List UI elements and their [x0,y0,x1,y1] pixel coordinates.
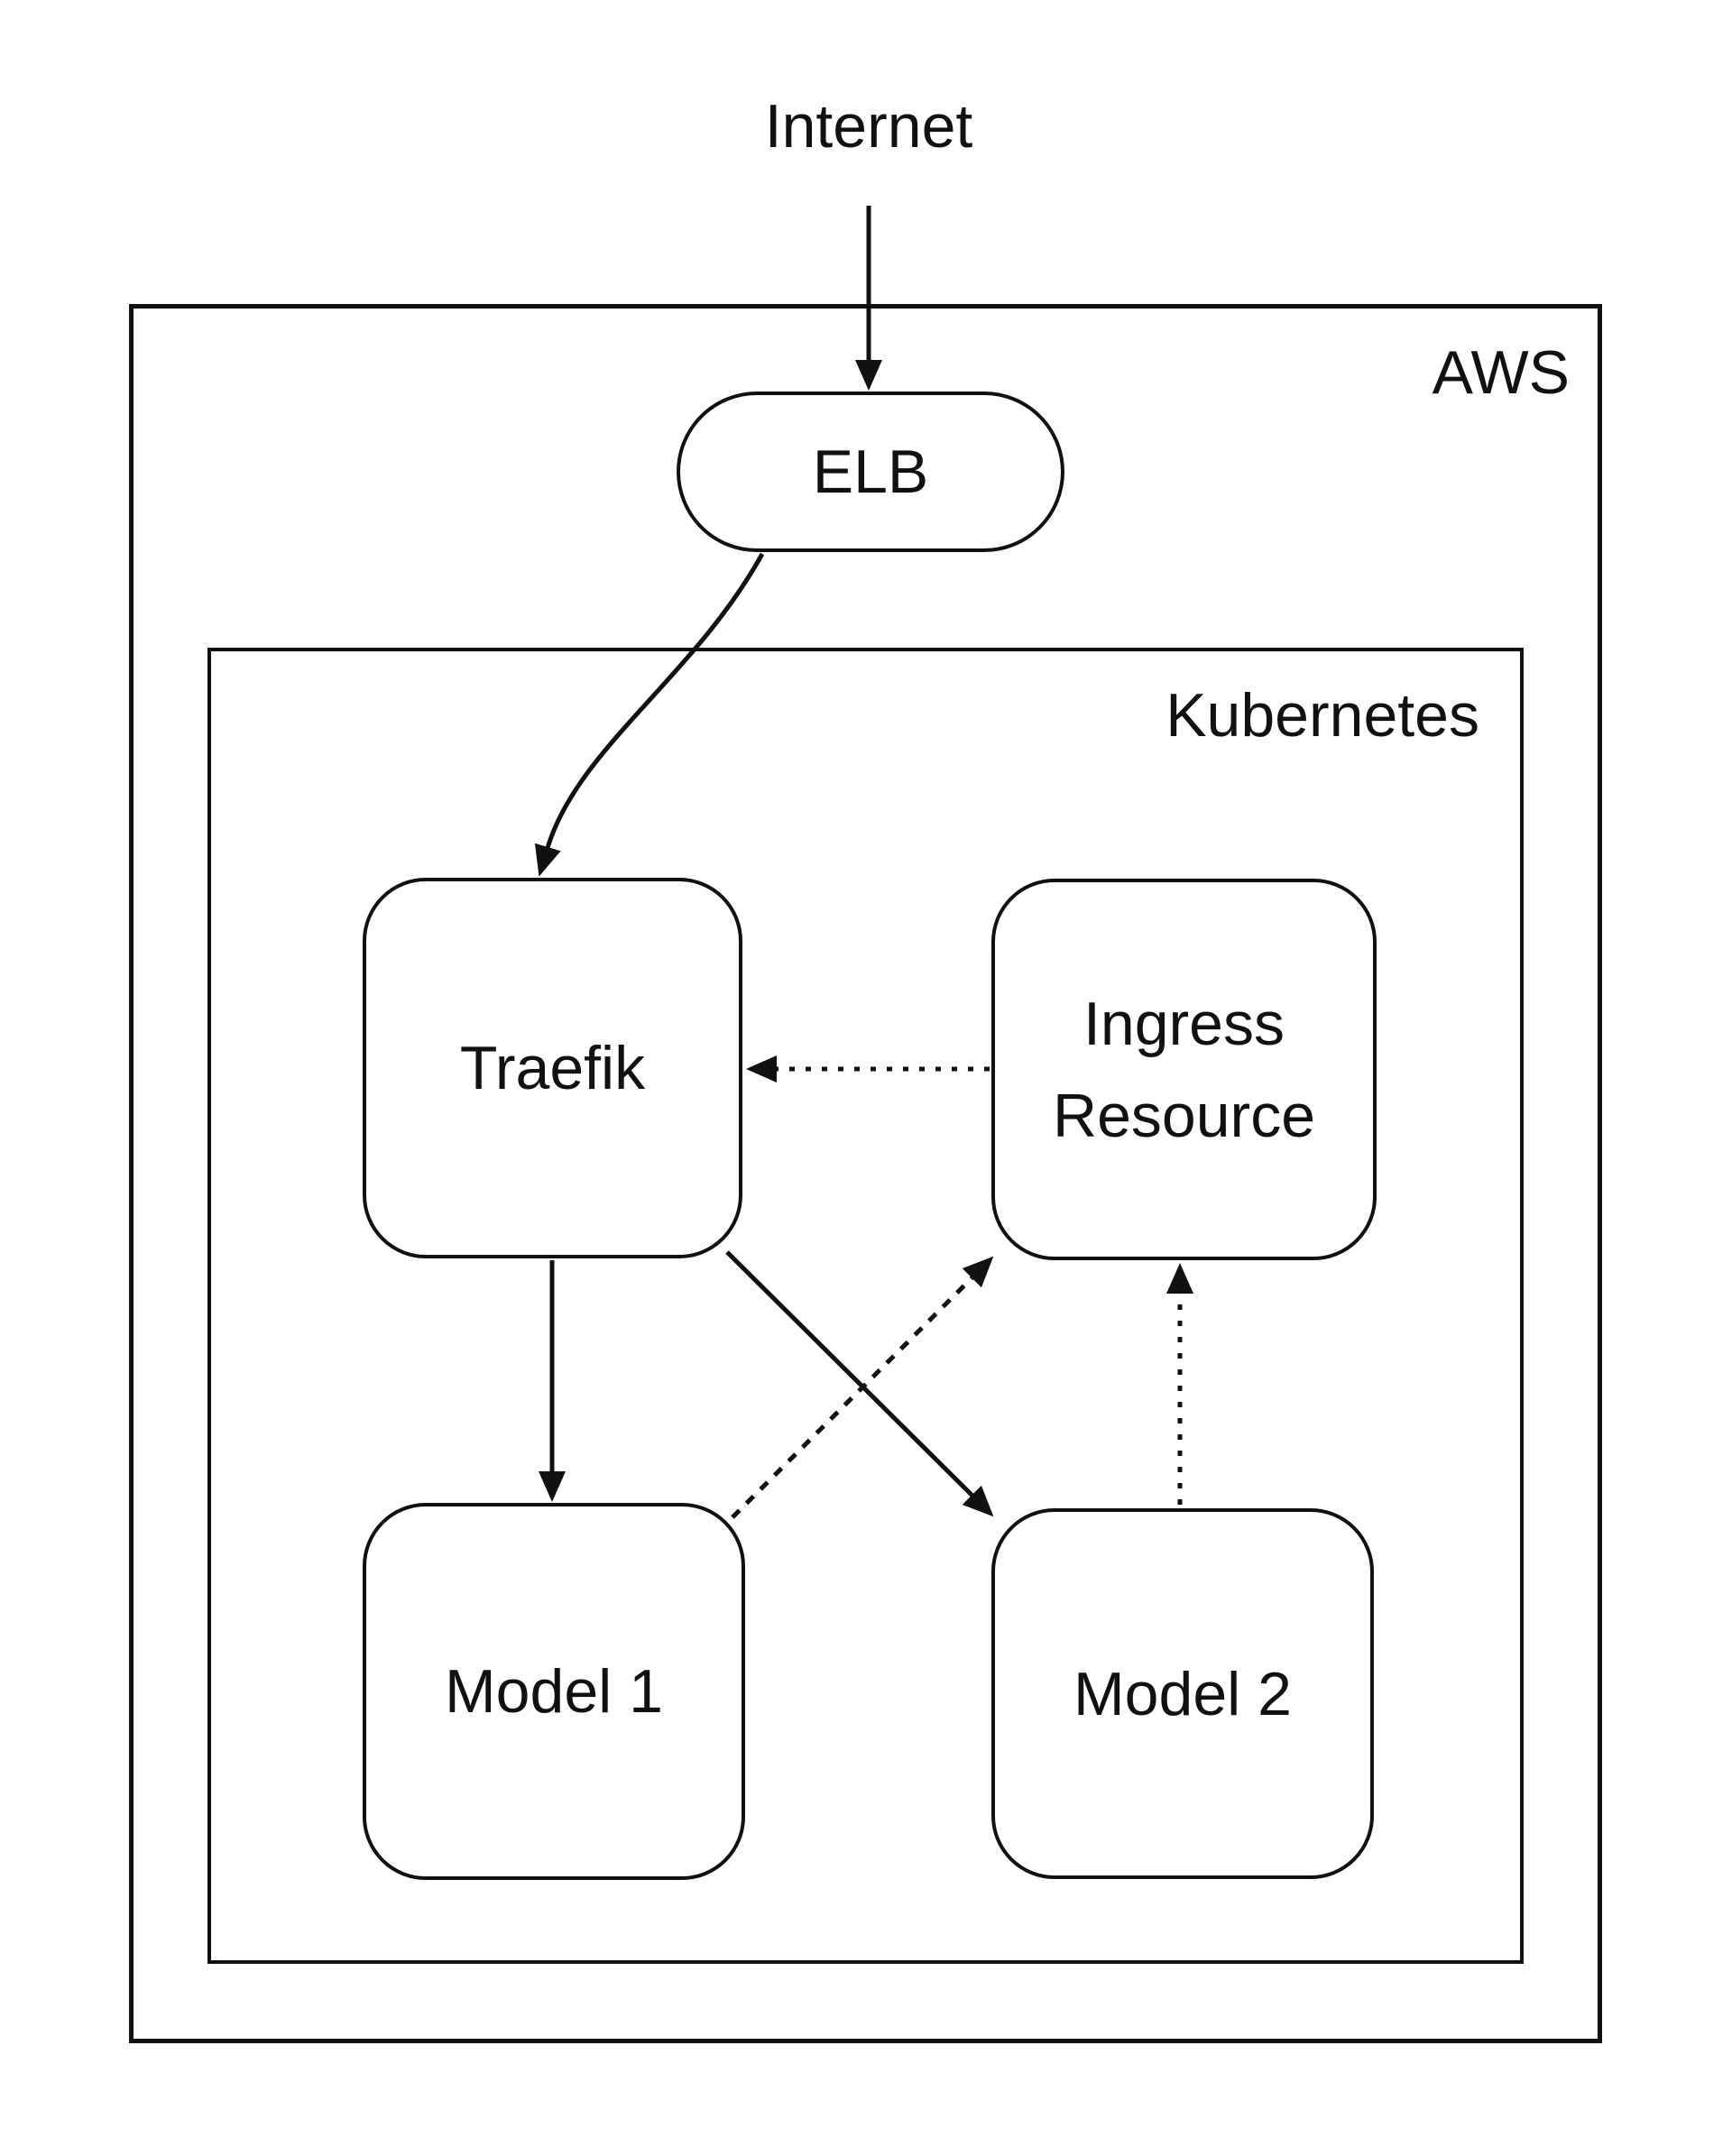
kubernetes-container-box [207,648,1524,1964]
model-1-label: Model 1 [445,1657,663,1726]
ingress-resource-label: Ingress Resource [1052,989,1316,1150]
model-1-node: Model 1 [363,1503,745,1880]
model-2-label: Model 2 [1073,1659,1292,1728]
aws-label: AWS [1432,338,1570,407]
traefik-label: Traefik [459,1034,646,1102]
elb-node: ELB [677,392,1064,552]
kubernetes-label: Kubernetes [1165,681,1479,750]
ingress-resource-node: Ingress Resource [991,879,1377,1260]
aws-container-box [129,304,1602,2043]
traefik-node: Traefik [363,878,742,1258]
elb-label: ELB [812,438,929,506]
model-2-node: Model 2 [991,1508,1374,1879]
internet-label: Internet [764,92,973,161]
